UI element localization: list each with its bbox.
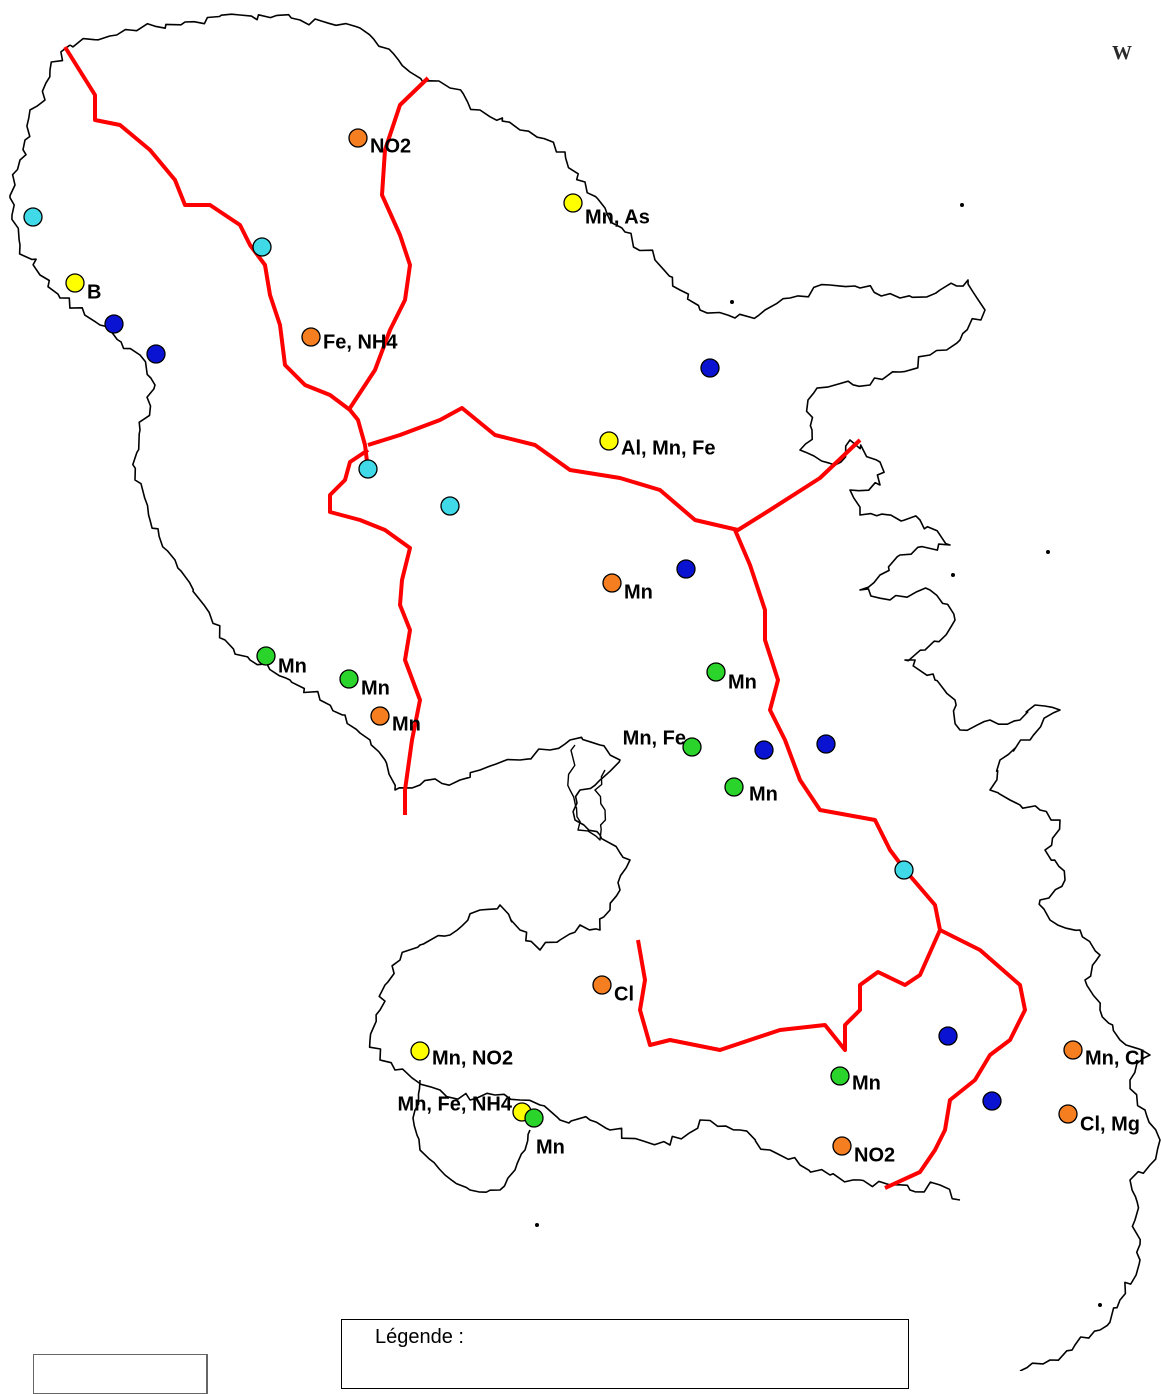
site-marker-yellow[interactable] <box>410 1041 430 1061</box>
site-label: Fe, NH4 <box>323 331 398 353</box>
site-marker-cyan[interactable] <box>252 237 272 257</box>
coastline <box>9 13 1161 1371</box>
site-marker-cyan[interactable] <box>358 459 378 479</box>
site-marker-cyan[interactable] <box>440 496 460 516</box>
islet <box>535 1223 539 1227</box>
site-marker-orange[interactable] <box>602 573 622 593</box>
site-marker-green[interactable] <box>682 737 702 757</box>
site-label: Mn <box>392 713 421 735</box>
site-label: Mn, As <box>585 206 650 228</box>
site-marker-blue[interactable] <box>676 559 696 579</box>
site-marker-blue[interactable] <box>982 1091 1002 1111</box>
coastline-bay <box>567 744 607 841</box>
site-marker-orange[interactable] <box>1063 1040 1083 1060</box>
site-label: NO2 <box>854 1144 895 1166</box>
islet <box>1098 1303 1102 1307</box>
site-label: Mn <box>361 677 390 699</box>
site-marker-orange[interactable] <box>1058 1104 1078 1124</box>
site-marker-green[interactable] <box>524 1108 544 1128</box>
site-marker-green[interactable] <box>339 669 359 689</box>
legend-box: Légende : <box>341 1319 909 1389</box>
district-boundaries <box>63 45 1027 1190</box>
site-marker-cyan[interactable] <box>23 207 43 227</box>
site-marker-green[interactable] <box>256 646 276 666</box>
site-marker-blue[interactable] <box>104 314 124 334</box>
coastline-west <box>9 44 961 1201</box>
boundary-north <box>348 76 430 410</box>
site-marker-green[interactable] <box>724 777 744 797</box>
coastline-east <box>69 13 1161 1371</box>
boundary-north-west <box>63 45 370 471</box>
site-marker-yellow[interactable] <box>65 273 85 293</box>
site-label: B <box>87 281 101 303</box>
site-label: Mn, Fe, NH4 <box>398 1093 513 1115</box>
islet <box>1046 550 1050 554</box>
boundary-centre <box>367 406 862 532</box>
site-marker-green[interactable] <box>830 1066 850 1086</box>
site-marker-orange[interactable] <box>592 975 612 995</box>
site-marker-blue[interactable] <box>938 1026 958 1046</box>
site-marker-blue[interactable] <box>700 358 720 378</box>
site-label: NO2 <box>370 135 411 157</box>
site-label: Mn, Cl <box>1085 1047 1145 1069</box>
islet <box>730 300 734 304</box>
site-label: Al, Mn, Fe <box>621 437 715 459</box>
coastline-south-tip <box>412 1079 531 1193</box>
site-marker-orange[interactable] <box>832 1136 852 1156</box>
islet <box>951 573 955 577</box>
site-label: Mn <box>749 783 778 805</box>
site-label: Mn, Fe <box>623 727 686 749</box>
site-marker-blue[interactable] <box>754 740 774 760</box>
site-label: Mn <box>536 1136 565 1158</box>
site-label: Cl, Mg <box>1080 1113 1140 1135</box>
site-label: Cl <box>614 983 634 1005</box>
site-marker-orange[interactable] <box>301 327 321 347</box>
site-label: Mn <box>728 671 757 693</box>
boundary-south <box>636 929 942 1052</box>
boundary-south-east <box>884 928 1027 1190</box>
site-marker-blue[interactable] <box>146 344 166 364</box>
site-marker-yellow[interactable] <box>563 193 583 213</box>
site-label: Mn <box>624 581 653 603</box>
site-marker-orange[interactable] <box>370 706 390 726</box>
site-label: Mn <box>852 1072 881 1094</box>
site-label: Mn <box>278 655 307 677</box>
site-marker-cyan[interactable] <box>894 860 914 880</box>
islet <box>960 203 964 207</box>
site-label: Mn, NO2 <box>432 1047 513 1069</box>
boundary-west <box>328 448 422 815</box>
scale-box <box>33 1354 208 1394</box>
site-marker-blue[interactable] <box>816 734 836 754</box>
legend-title: Légende : <box>375 1326 464 1348</box>
site-marker-green[interactable] <box>706 662 726 682</box>
site-marker-orange[interactable] <box>348 128 368 148</box>
site-marker-yellow[interactable] <box>599 431 619 451</box>
corner-mark: W <box>1112 42 1132 64</box>
